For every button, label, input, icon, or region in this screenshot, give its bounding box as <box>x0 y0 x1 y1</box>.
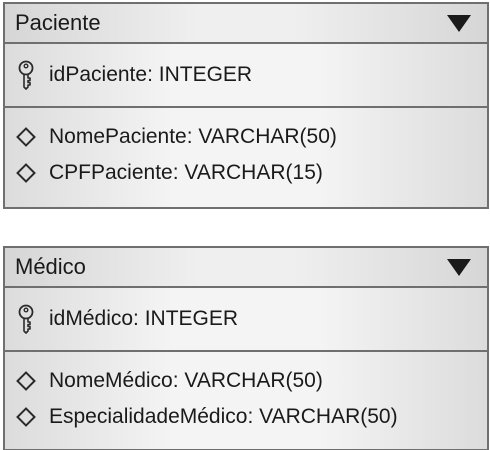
attribute-label: NomeMédico: VARCHAR(50) <box>49 369 323 392</box>
entity-header[interactable]: Paciente <box>5 4 487 44</box>
attribute-row[interactable]: NomeMédico: VARCHAR(50) <box>15 366 323 396</box>
attribute-label: NomePaciente: VARCHAR(50) <box>49 125 337 148</box>
key-icon <box>18 60 34 90</box>
triangle-down-icon[interactable] <box>447 259 471 276</box>
key-icon <box>18 304 34 334</box>
primary-key-row[interactable]: idMédico: INTEGER <box>15 304 238 334</box>
primary-key-label: idPaciente: INTEGER <box>49 63 253 86</box>
primary-key-row[interactable]: idPaciente: INTEGER <box>15 60 252 90</box>
triangle-down-icon[interactable] <box>447 15 471 32</box>
entity-title: Paciente <box>15 10 101 35</box>
primary-key-label: idMédico: INTEGER <box>49 307 239 330</box>
primary-key-section: idPaciente: INTEGER <box>5 44 487 108</box>
diamond-icon <box>16 407 36 427</box>
attribute-row[interactable]: CPFPaciente: VARCHAR(15) <box>15 158 323 188</box>
diamond-icon <box>16 371 36 391</box>
attribute-label: EspecialidadeMédico: VARCHAR(50) <box>49 405 398 428</box>
entity-table-paciente[interactable]: Paciente idPaciente: INTEGER NomePacient… <box>3 2 489 209</box>
entity-header[interactable]: Médico <box>5 248 487 288</box>
entity-title: Médico <box>15 254 86 279</box>
diamond-icon <box>16 127 36 147</box>
attribute-label: CPFPaciente: VARCHAR(15) <box>49 161 323 184</box>
attributes-section: NomeMédico: VARCHAR(50) EspecialidadeMéd… <box>5 352 487 450</box>
attribute-row[interactable]: EspecialidadeMédico: VARCHAR(50) <box>15 402 398 432</box>
attributes-section: NomePaciente: VARCHAR(50) CPFPaciente: V… <box>5 108 487 207</box>
diamond-icon <box>16 163 36 183</box>
primary-key-section: idMédico: INTEGER <box>5 288 487 352</box>
entity-table-medico[interactable]: Médico idMédico: INTEGER NomeMédico: VAR… <box>3 246 489 450</box>
attribute-row[interactable]: NomePaciente: VARCHAR(50) <box>15 122 337 152</box>
